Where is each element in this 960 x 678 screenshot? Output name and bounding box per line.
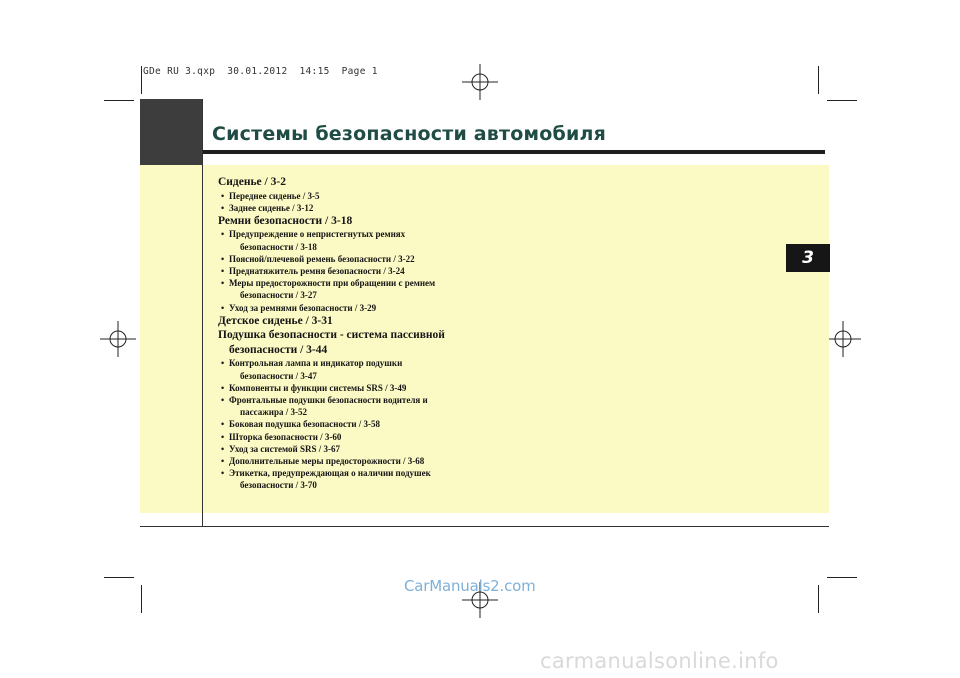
toc-item-label-cont: безопасности / 3-47	[240, 370, 317, 381]
toc-item-label: Контрольная лампа и индикатор подушки	[229, 358, 403, 369]
toc-item[interactable]: • Поясной/плечевой ремень безопасности / …	[218, 253, 738, 265]
bullet: •	[221, 302, 225, 313]
crop-mark	[141, 585, 142, 613]
table-of-contents: Сиденье / 3-2 • Переднее сиденье / 3-5 • З…	[218, 175, 738, 492]
toc-item-label-cont: безопасности / 3-18	[240, 241, 317, 252]
bullet: •	[221, 419, 225, 430]
crop-mark	[818, 66, 819, 94]
toc-item-label: Уход за ремнями безопасности / 3-29	[229, 302, 377, 313]
bullet: •	[221, 202, 225, 213]
crop-mark	[141, 66, 142, 94]
toc-item-label-cont: безопасности / 3-27	[240, 290, 317, 301]
registration-mark-icon	[100, 321, 136, 357]
registration-mark-icon	[462, 582, 498, 618]
toc-item[interactable]: • Боковая подушка безопасности / 3-58	[218, 418, 738, 430]
toc-item-label: Меры предосторожности при обращении с ре…	[229, 278, 436, 289]
toc-item[interactable]: • Уход за ремнями безопасности / 3-29	[218, 302, 738, 314]
toc-section[interactable]: Детское сиденье / 3-31	[218, 314, 333, 327]
toc-item-label: Этикетка, предупреждающая о наличии поду…	[229, 468, 431, 479]
bullet: •	[221, 431, 225, 442]
bullet: •	[221, 468, 225, 479]
crop-mark	[827, 577, 857, 578]
toc-item-label: Боковая подушка безопасности / 3-58	[229, 419, 381, 430]
chapter-tab[interactable]: 3	[786, 244, 830, 272]
toc-section[interactable]: Подушка безопасности - система пассивной…	[218, 328, 738, 357]
toc-item-label: Преднатяжитель ремня безопасности / 3-24	[229, 266, 405, 277]
toc-item[interactable]: • Переднее сиденье / 3-5	[218, 190, 738, 202]
registration-mark-icon	[462, 64, 498, 100]
toc-section[interactable]: Ремни безопасности / 3-18	[218, 214, 353, 227]
bullet: •	[221, 229, 225, 240]
toc-item-label: Поясной/плечевой ремень безопасности / 3…	[229, 253, 415, 264]
toc-item[interactable]: • Заднее сиденье / 3-12	[218, 202, 738, 214]
bullet: •	[221, 455, 225, 466]
toc-item[interactable]: • Преднатяжитель ремня безопасности / 3-2…	[218, 265, 738, 277]
corner-block	[140, 99, 203, 165]
toc-section-label-cont: безопасности / 3-44	[229, 343, 328, 356]
content-panel	[140, 165, 829, 513]
toc-item[interactable]: • Дополнительные меры предосторожности / …	[218, 455, 738, 467]
title-underline	[203, 150, 825, 154]
bullet: •	[221, 278, 225, 289]
toc-item-label: Уход за системой SRS / 3-67	[229, 443, 340, 454]
footer-rule	[140, 526, 829, 527]
page-title: Системы безопасности автомобиля	[212, 123, 606, 145]
crop-mark	[104, 100, 134, 101]
toc-item[interactable]: • Этикетка, предупреждающая о наличии под…	[218, 467, 738, 491]
watermark-text: CarManuals2.com	[404, 577, 536, 595]
bullet: •	[221, 190, 225, 201]
bullet: •	[221, 358, 225, 369]
bullet: •	[221, 394, 225, 405]
toc-item[interactable]: • Меры предосторожности при обращении с р…	[218, 277, 738, 301]
registration-mark-icon	[825, 321, 861, 357]
toc-section[interactable]: Сиденье / 3-2	[218, 176, 286, 188]
margin-rule	[202, 99, 203, 527]
crop-mark	[104, 577, 134, 578]
bullet: •	[221, 443, 225, 454]
toc-item-label: Фронтальные подушки безопасности водител…	[229, 394, 428, 405]
printer-slug: GDe RU 3.qxp 30.01.2012 14:15 Page 1	[143, 66, 378, 77]
toc-item-label: Заднее сиденье / 3-12	[229, 202, 314, 213]
toc-item[interactable]: • Уход за системой SRS / 3-67	[218, 443, 738, 455]
bullet: •	[221, 266, 225, 277]
toc-item-label: Шторка безопасности / 3-60	[229, 431, 342, 442]
watermark-text: carmanualsonline.info	[540, 649, 779, 673]
toc-item[interactable]: • Фронтальные подушки безопасности водите…	[218, 394, 738, 418]
toc-item-label: Предупреждение о непристегнутых ремнях	[229, 229, 406, 240]
bullet: •	[221, 382, 225, 393]
crop-mark	[818, 585, 819, 613]
toc-item[interactable]: • Компоненты и функции системы SRS / 3-49	[218, 382, 738, 394]
bullet: •	[221, 253, 225, 264]
toc-item-label-cont: безопасности / 3-70	[240, 480, 317, 491]
toc-item[interactable]: • Шторка безопасности / 3-60	[218, 431, 738, 443]
toc-item-label-cont: пассажира / 3-52	[240, 407, 307, 418]
toc-item-label: Дополнительные меры предосторожности / 3…	[229, 455, 425, 466]
toc-item-label: Компоненты и функции системы SRS / 3-49	[229, 382, 407, 393]
toc-item-label: Переднее сиденье / 3-5	[229, 190, 320, 201]
toc-section-label: Подушка безопасности - система пассивной	[218, 329, 445, 342]
crop-mark	[827, 100, 857, 101]
